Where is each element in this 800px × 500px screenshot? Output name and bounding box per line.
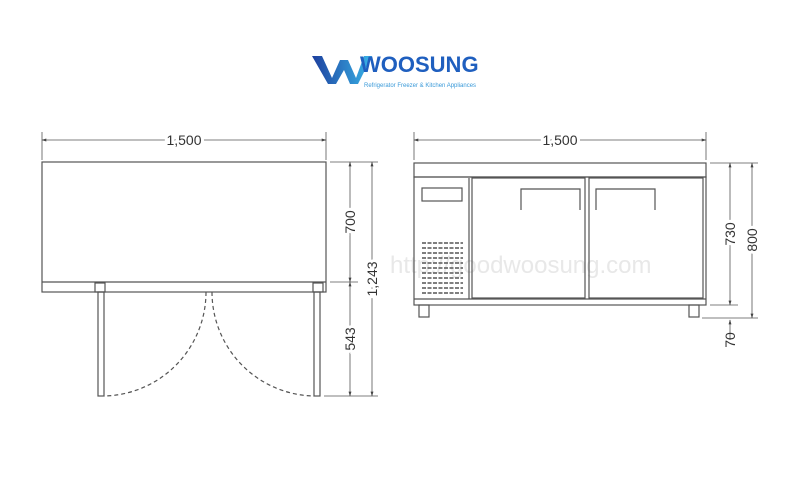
body-height-label: 730 (722, 222, 738, 246)
right-door-swing (211, 291, 315, 397)
logo-brand: WOOSUNG (360, 52, 479, 77)
front-view (413, 132, 758, 340)
depth-label: 700 (342, 210, 358, 234)
leg-height-label: 70 (722, 332, 738, 348)
logo-w-mark (312, 56, 372, 84)
total-height-label: 800 (744, 228, 760, 252)
top-width-label: 1,500 (166, 132, 201, 148)
woosung-logo: WOOSUNG Refrigerator Freezer & Kitchen A… (312, 52, 479, 89)
left-door-handle (520, 188, 581, 210)
top-view (41, 132, 378, 397)
door-swing-label: 543 (342, 327, 358, 351)
front-width-label: 1,500 (542, 132, 577, 148)
total-depth-label: 1,243 (364, 261, 380, 296)
vent-grille (422, 242, 463, 294)
left-door-swing (103, 291, 207, 397)
watermark: http://goodwoosung.com (390, 252, 652, 279)
left-leg (418, 304, 430, 318)
right-leg (688, 304, 700, 318)
logo-tagline: Refrigerator Freezer & Kitchen Appliance… (364, 83, 476, 89)
right-door-handle (595, 188, 656, 210)
